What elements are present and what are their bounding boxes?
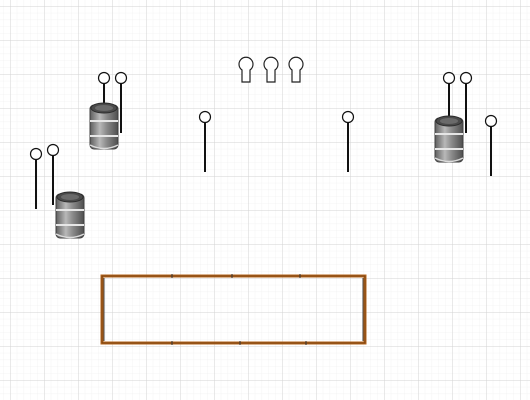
barrel[interactable] bbox=[89, 102, 119, 150]
keyhole-icon[interactable] bbox=[238, 56, 254, 83]
barrel[interactable] bbox=[55, 191, 85, 239]
pole[interactable] bbox=[341, 110, 355, 173]
keyhole-icon[interactable] bbox=[263, 56, 279, 83]
pole[interactable] bbox=[29, 147, 43, 210]
keyhole-icon[interactable] bbox=[288, 56, 304, 83]
fence-rectangle-icon[interactable] bbox=[100, 274, 367, 345]
pole[interactable] bbox=[484, 114, 498, 177]
pole[interactable] bbox=[198, 110, 212, 173]
barrel[interactable] bbox=[434, 115, 464, 163]
